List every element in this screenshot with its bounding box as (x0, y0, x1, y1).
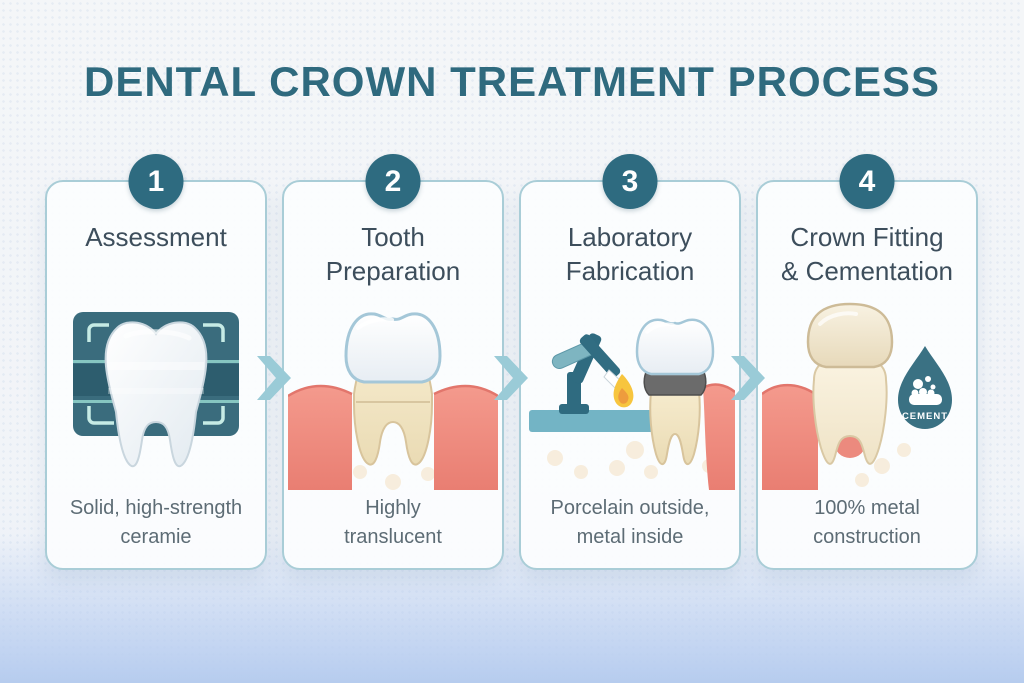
tooth-xray-scan-icon (51, 290, 261, 490)
prepared-tooth-crown-icon (288, 290, 498, 490)
step-number-badge: 2 (365, 154, 421, 209)
step-caption-line2: translucent (344, 526, 442, 548)
step-title-line1: Crown Fitting (790, 222, 944, 252)
step-card-laboratory-fabrication: 3 Laboratory Fabrication (519, 154, 741, 570)
step-caption-line2: ceramie (120, 526, 192, 548)
step-title-line2: & Cementation (781, 256, 953, 286)
step-caption: Porcelain outside, metal inside (521, 494, 739, 552)
step-number-badge: 1 (128, 154, 184, 209)
step-number-badge: 4 (839, 154, 895, 209)
page-title: DENTAL CROWN TREATMENT PROCESS (84, 58, 940, 105)
step-caption-line1: Porcelain outside, (550, 497, 710, 519)
steps-row: 1 Assessment (45, 154, 978, 570)
step-title-line1: Laboratory (567, 222, 693, 252)
step-card-tooth-preparation: 2 Tooth Preparation (282, 154, 504, 570)
step-title-line2: Fabrication (565, 256, 695, 286)
step-title-line2: Preparation (325, 256, 461, 286)
step-title-line1: Tooth (361, 222, 425, 252)
step-arrow-icon (257, 356, 291, 400)
step-number-badge: 3 (602, 154, 658, 209)
step-caption-line2: metal inside (576, 526, 684, 548)
step-caption-line1: 100% metal (814, 497, 920, 519)
step-card-crown-fitting-cementation: 4 Crown Fitting & Cementation (756, 154, 978, 570)
step-caption-line1: Solid, high-strength (69, 497, 243, 519)
step-caption: 100% metal construction (758, 494, 976, 552)
step-title: Assessment (47, 220, 265, 254)
step-caption-line2: construction (813, 526, 921, 548)
lab-torch-crown-icon (525, 290, 735, 490)
step-caption-line1: Highly (365, 497, 421, 519)
cement-label: CEMENT (902, 411, 948, 422)
step-arrow-icon (494, 356, 528, 400)
step-caption: Solid, high-strength ceramie (47, 494, 265, 552)
step-title: Laboratory Fabrication (521, 220, 739, 288)
step-caption: Highly translucent (284, 494, 502, 552)
step-title: Tooth Preparation (284, 220, 502, 288)
step-title-line1: Assessment (85, 222, 227, 252)
step-card-assessment: 1 Assessment (45, 154, 267, 570)
step-arrow-icon (731, 356, 765, 400)
step-title: Crown Fitting & Cementation (758, 220, 976, 288)
crown-cement-drop-icon: CEMENT (762, 290, 972, 490)
